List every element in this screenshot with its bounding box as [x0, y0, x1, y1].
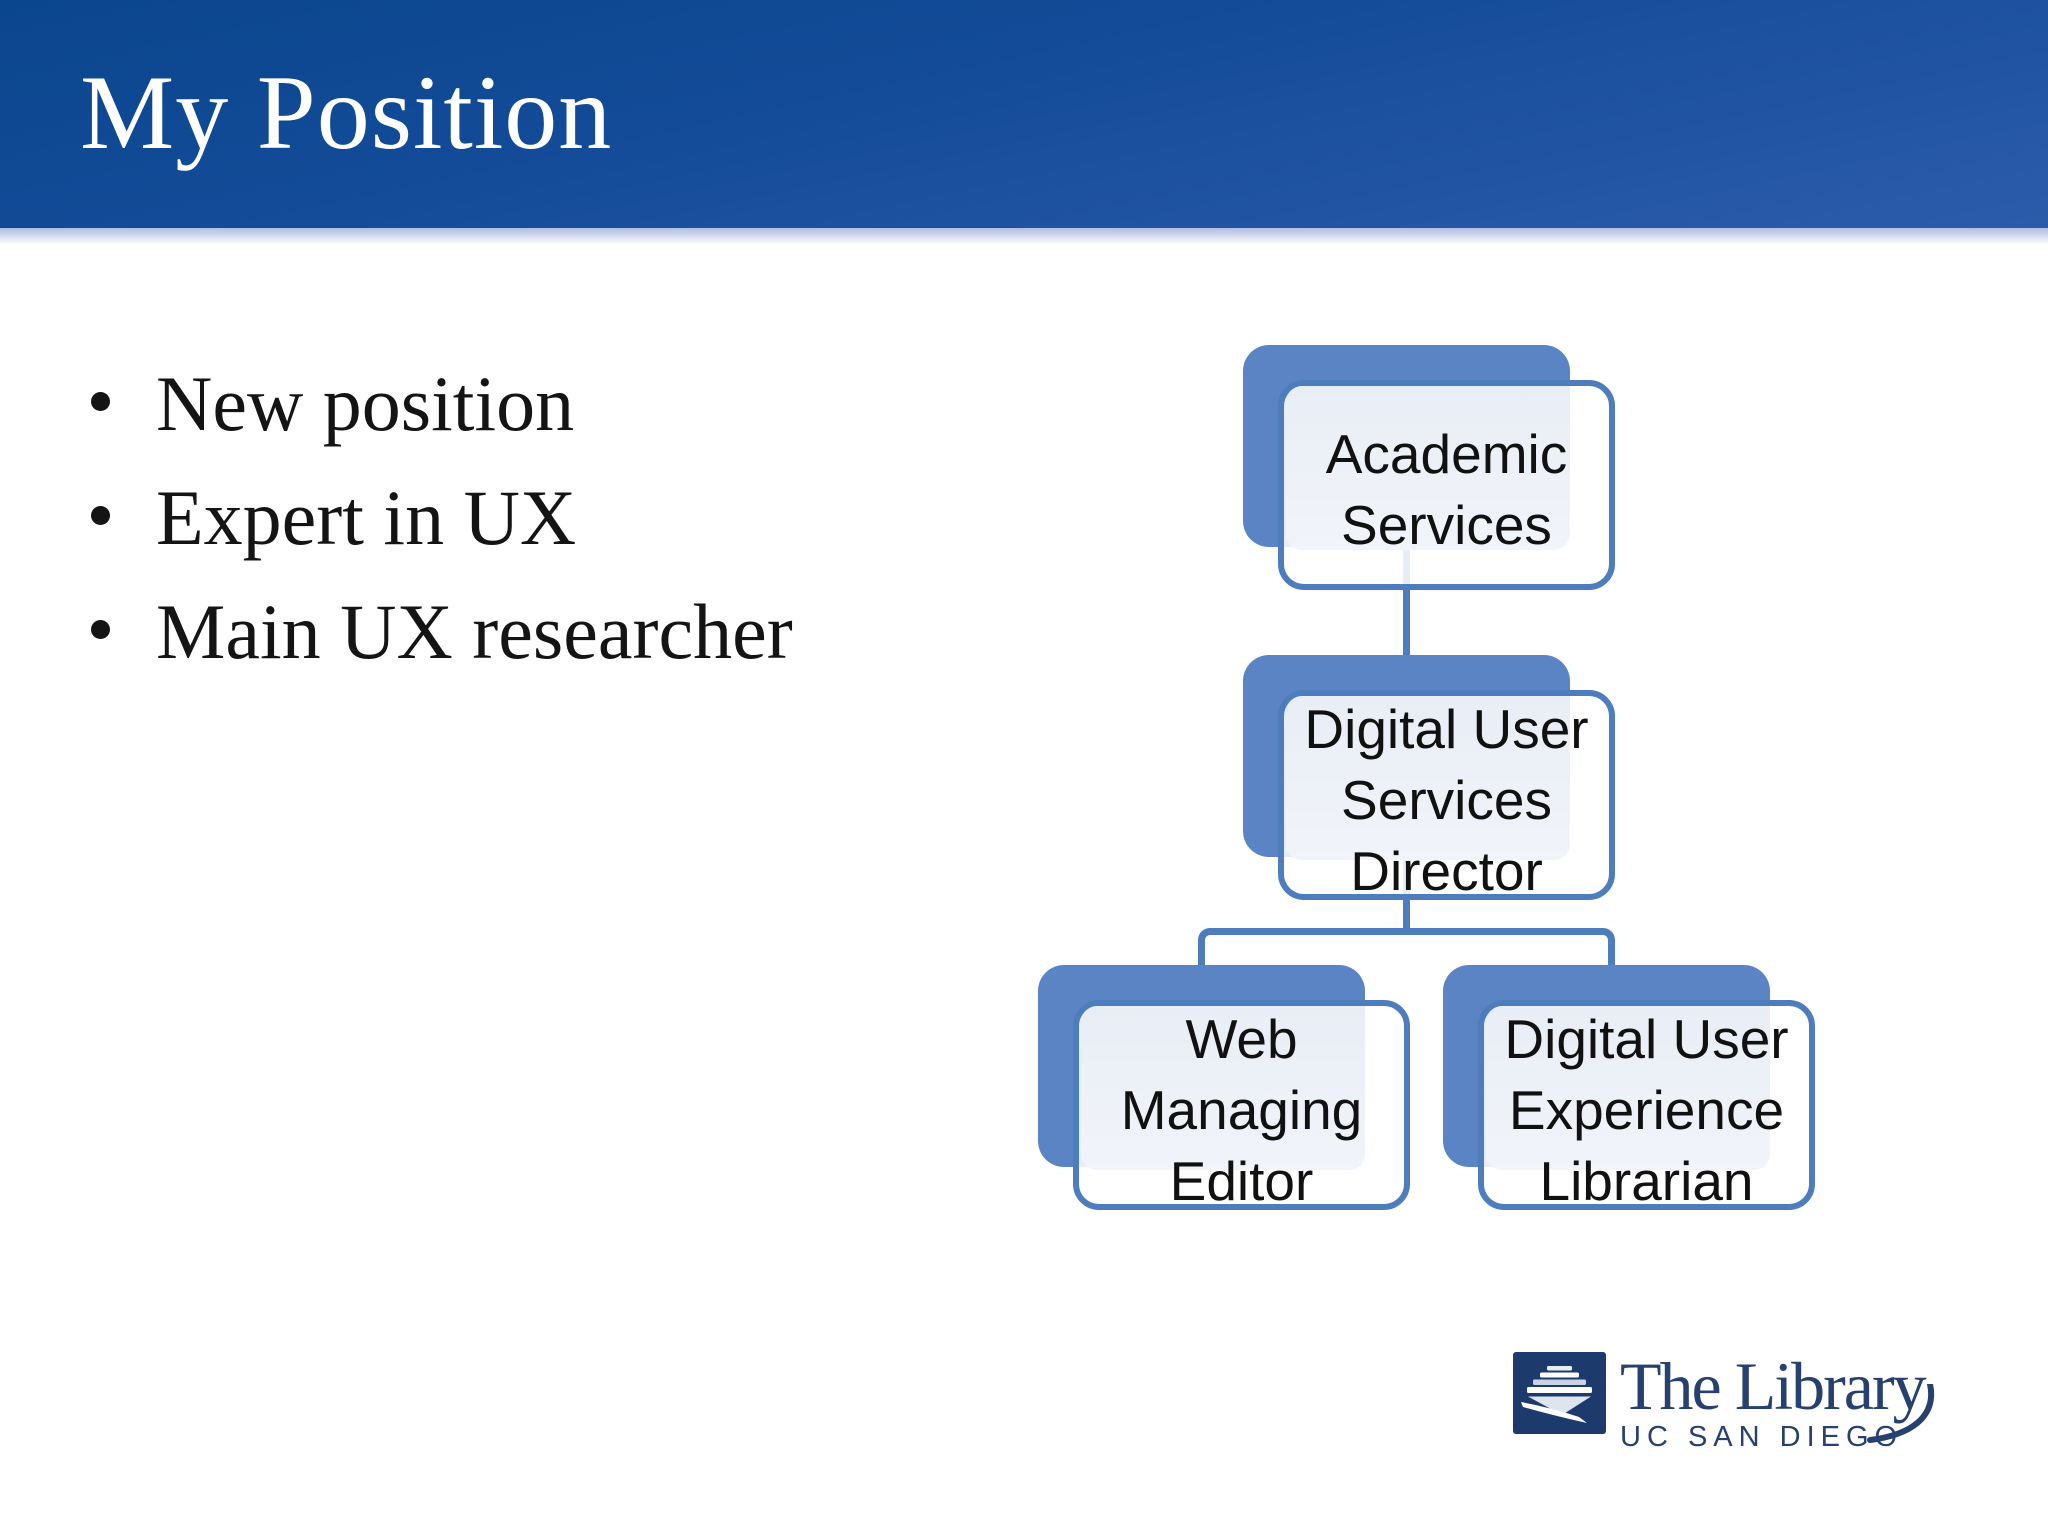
node-panel-shape	[1486, 1006, 1770, 1170]
library-logo-icon	[1513, 1352, 1606, 1434]
node-panel-shape	[1286, 696, 1570, 860]
bullet-text: Main UX researcher	[156, 588, 793, 675]
bullet-text: New position	[156, 360, 575, 447]
bullet-item: New position	[88, 347, 1048, 461]
node-label: Digital User Experience Librarian	[1504, 1007, 1789, 1212]
logo-name: The Library	[1620, 1348, 1927, 1424]
connector-branch-bracket	[1198, 928, 1615, 978]
node-label: Academic Services	[1325, 423, 1568, 556]
node-panel-shape	[1286, 386, 1570, 550]
bullet-dot-icon	[91, 392, 110, 411]
org-node-web-managing-editor: Web Managing Editor	[1038, 965, 1410, 1212]
logo-swoosh-icon	[1867, 1384, 1935, 1443]
bullet-item: Expert in UX	[88, 461, 1048, 575]
org-node-digital-user-services-director: Digital User Services Director	[1243, 655, 1615, 902]
org-node-digital-user-experience-librarian: Digital User Experience Librarian	[1443, 965, 1815, 1212]
org-node-academic-services: Academic Services	[1243, 345, 1615, 590]
bullet-item: Main UX researcher	[88, 575, 1048, 689]
library-logo: The Library UC SAN DIEGO	[1513, 1352, 2033, 1472]
bullet-dot-icon	[91, 506, 110, 525]
bullet-text: Expert in UX	[156, 474, 577, 561]
bullet-dot-icon	[91, 620, 110, 639]
bullet-list: New position Expert in UX Main UX resear…	[88, 347, 1048, 689]
title-bar: My Position	[0, 0, 2048, 248]
node-label: Digital User Services Director	[1304, 697, 1589, 902]
library-logo-text: The Library UC SAN DIEGO	[1620, 1352, 2040, 1472]
page-title: My Position	[80, 54, 613, 171]
logo-subtitle: UC SAN DIEGO	[1620, 1421, 1904, 1453]
node-label: Web Managing Editor	[1120, 1007, 1363, 1212]
node-panel-shape	[1081, 1006, 1365, 1170]
